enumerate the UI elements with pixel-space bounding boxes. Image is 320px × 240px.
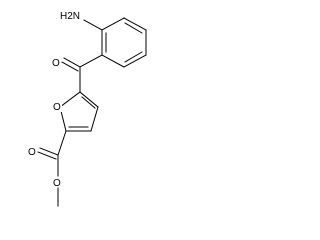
ketone-double-bond <box>63 57 81 68</box>
ester-double-bond <box>37 151 57 160</box>
furan-oxygen-label: O <box>53 102 61 113</box>
amine-label: H2N <box>60 11 80 22</box>
benzene-double-bond <box>124 51 143 63</box>
benzene-bond <box>101 17 125 31</box>
benzene-bond <box>123 54 147 68</box>
benzene-double-bond <box>124 22 143 34</box>
benzene-bond <box>101 54 125 68</box>
chemical-structure-diagram: H2N O O O O <box>28 11 147 207</box>
furan-bond <box>79 91 99 108</box>
benzene-bond <box>123 17 147 31</box>
amine-bond <box>83 19 103 31</box>
furan-bond <box>90 106 99 132</box>
ester-double-bond <box>39 147 59 156</box>
furan-oxygen-background <box>53 100 62 112</box>
ester-carbonyl-oxygen-label: O <box>28 147 36 158</box>
furan-ester-bond <box>57 130 67 156</box>
ester-ether-oxygen-label: O <box>53 178 61 189</box>
ketone-double-bond <box>61 61 79 72</box>
aryl-carbonyl-bond <box>79 54 103 68</box>
ketone-oxygen-label: O <box>52 58 60 69</box>
furan-bond <box>59 91 81 108</box>
furan-double-bond <box>81 96 96 109</box>
furan-ring <box>59 91 99 132</box>
benzene-ring <box>101 17 147 68</box>
